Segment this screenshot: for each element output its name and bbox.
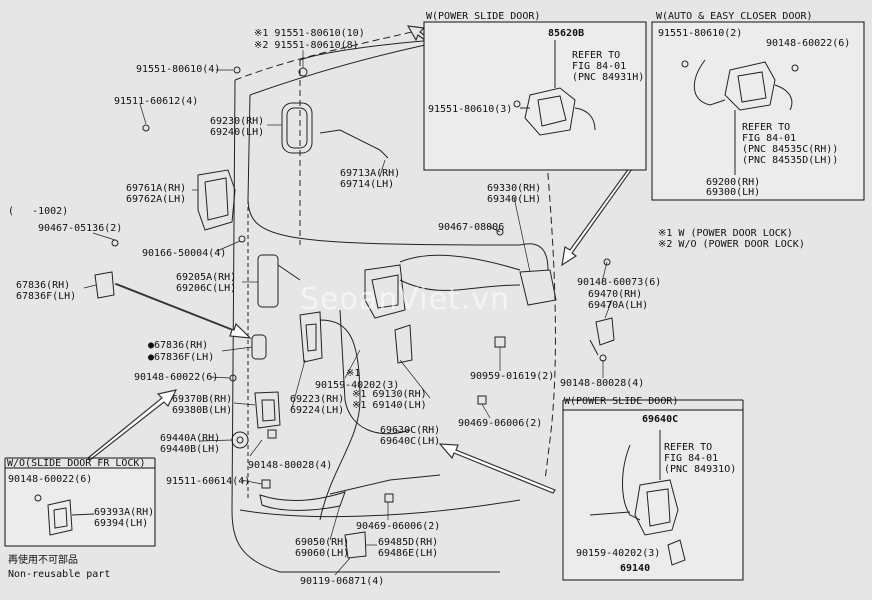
part-69394: 69394(LH) bbox=[94, 518, 149, 529]
note-power-door-lock: ※1 W (POWER DOOR LOCK) bbox=[658, 228, 793, 239]
refer-line-4b: (PNC 84535D(LH)) bbox=[742, 155, 839, 166]
label-91551-80610-3: 91551-80610(3) bbox=[428, 104, 513, 115]
label-90159-40202-3: 90159-40202(3) bbox=[315, 380, 400, 391]
part-69240: 69240(LH) bbox=[210, 127, 265, 138]
label-90148-80028-4: 90148-80028(4) bbox=[248, 460, 333, 471]
refer-line-1b: REFER TO bbox=[742, 122, 791, 133]
part-69630c: 69630C(RH) bbox=[380, 425, 441, 436]
refer-line-2: FIG 84-01 bbox=[572, 61, 627, 72]
part-69140: ※1 69140(LH) bbox=[352, 400, 427, 411]
refer-line-1c: REFER TO bbox=[664, 442, 713, 453]
box-title-auto-closer: W(AUTO & EASY CLOSER DOOR) bbox=[656, 11, 813, 22]
refer-line-3: (PNC 84931H) bbox=[572, 72, 645, 83]
part-69340: 69340(LH) bbox=[487, 194, 542, 205]
refer-line-2b: FIG 84-01 bbox=[742, 133, 797, 144]
legend-bullet-icon bbox=[0, 554, 8, 562]
part-85620b: 85620B bbox=[548, 28, 585, 39]
part-69470a: 69470A(LH) bbox=[588, 300, 649, 311]
part-69130: ※1 69130(RH) bbox=[352, 389, 427, 400]
part-67836: 67836(RH) bbox=[16, 280, 71, 291]
label-90467-05136-2: 90467-05136(2) bbox=[38, 223, 123, 234]
label-90148-60022-6: 90148-60022(6) bbox=[134, 372, 219, 383]
part-69380b: 69380B(LH) bbox=[172, 405, 233, 416]
label-91511-60612-4: 91511-60612(4) bbox=[114, 96, 199, 107]
part-69485d: 69485D(RH) bbox=[378, 537, 439, 548]
part-69486e: 69486E(LH) bbox=[378, 548, 439, 559]
note-mark-1: ※1 bbox=[346, 368, 361, 379]
label-91551-80610-10: ※1 91551-80610(10) bbox=[254, 28, 365, 39]
part-67836f: 67836F(LH) bbox=[16, 291, 77, 302]
part-69761a: 69761A(RH) bbox=[126, 183, 187, 194]
part-69470: 69470(RH) bbox=[588, 289, 643, 300]
label-91551-80610-8: ※2 91551-80610(8) bbox=[254, 40, 359, 51]
note-no-power-door-lock: ※2 W/O (POWER DOOR LOCK) bbox=[658, 239, 805, 250]
part-69200: 69200(RH) bbox=[706, 177, 761, 188]
label-90159-40202-3-box: 90159-40202(3) bbox=[576, 548, 661, 559]
part-69206c: 69206C(LH) bbox=[176, 283, 237, 294]
part-69140-box: 69140 bbox=[620, 563, 651, 574]
part-69300: 69300(LH) bbox=[706, 187, 761, 198]
label-90166-50004-4: 90166-50004(4) bbox=[142, 248, 227, 259]
refer-line-2c: FIG 84-01 bbox=[664, 453, 719, 464]
part-69640c: 69640C(LH) bbox=[380, 436, 441, 447]
part-69440b: 69440B(LH) bbox=[160, 444, 221, 455]
label-90469-06006-2-b: 90469-06006(2) bbox=[356, 521, 441, 532]
part-69370b: 69370B(RH) bbox=[172, 394, 233, 405]
legend-jp: 再使用不可部品 bbox=[8, 555, 78, 566]
part-69050: 69050(RH) bbox=[295, 537, 350, 548]
part-67836f-nonreusable: ●67836F(LH) bbox=[148, 352, 215, 363]
part-69060: 69060(LH) bbox=[295, 548, 350, 559]
label-90148-80028-4-r: 90148-80028(4) bbox=[560, 378, 645, 389]
label-90148-60022-6-box: 90148-60022(6) bbox=[766, 38, 851, 49]
label-90467-08006: 90467-08006 bbox=[438, 222, 505, 233]
watermark: SeoanViet.vn bbox=[300, 282, 510, 317]
date-note: ( -1002) bbox=[8, 206, 69, 217]
part-69762a: 69762A(LH) bbox=[126, 194, 187, 205]
part-69440a: 69440A(RH) bbox=[160, 433, 221, 444]
refer-line-3b: (PNC 84535C(RH)) bbox=[742, 144, 839, 155]
part-69714: 69714(LH) bbox=[340, 179, 395, 190]
box-title-power-slide-top: W(POWER SLIDE DOOR) bbox=[426, 11, 541, 22]
label-91511-60614-4: 91511-60614(4) bbox=[166, 476, 251, 487]
label-90469-06006-2-a: 90469-06006(2) bbox=[458, 418, 543, 429]
part-69713a: 69713A(RH) bbox=[340, 168, 401, 179]
refer-line-3c: (PNC 84931O) bbox=[664, 464, 737, 475]
label-91551-80610-4: 91551-80610(4) bbox=[136, 64, 221, 75]
label-90959-01619-2: 90959-01619(2) bbox=[470, 371, 555, 382]
part-69224: 69224(LH) bbox=[290, 405, 345, 416]
part-67836-nonreusable: ●67836(RH) bbox=[148, 340, 209, 351]
part-69330: 69330(RH) bbox=[487, 183, 542, 194]
part-69205a: 69205A(RH) bbox=[176, 272, 237, 283]
part-69223: 69223(RH) bbox=[290, 394, 345, 405]
part-69393a: 69393A(RH) bbox=[94, 507, 155, 518]
label-91551-80610-2: 91551-80610(2) bbox=[658, 28, 743, 39]
refer-line-1: REFER TO bbox=[572, 50, 621, 61]
label-90148-60073-6: 90148-60073(6) bbox=[577, 277, 662, 288]
legend-en: Non-reusable part bbox=[8, 569, 111, 580]
label-90119-06871-4: 90119-06871(4) bbox=[300, 576, 385, 587]
part-69230: 69230(RH) bbox=[210, 116, 265, 127]
box-title-power-slide-bottom: W(POWER SLIDE DOOR) bbox=[564, 396, 679, 407]
box-title-slide-door-fr-lock: W/O(SLIDE DOOR FR LOCK) bbox=[7, 458, 146, 469]
label-90148-60022-6-fr: 90148-60022(6) bbox=[8, 474, 93, 485]
part-69640c: 69640C bbox=[642, 414, 679, 425]
